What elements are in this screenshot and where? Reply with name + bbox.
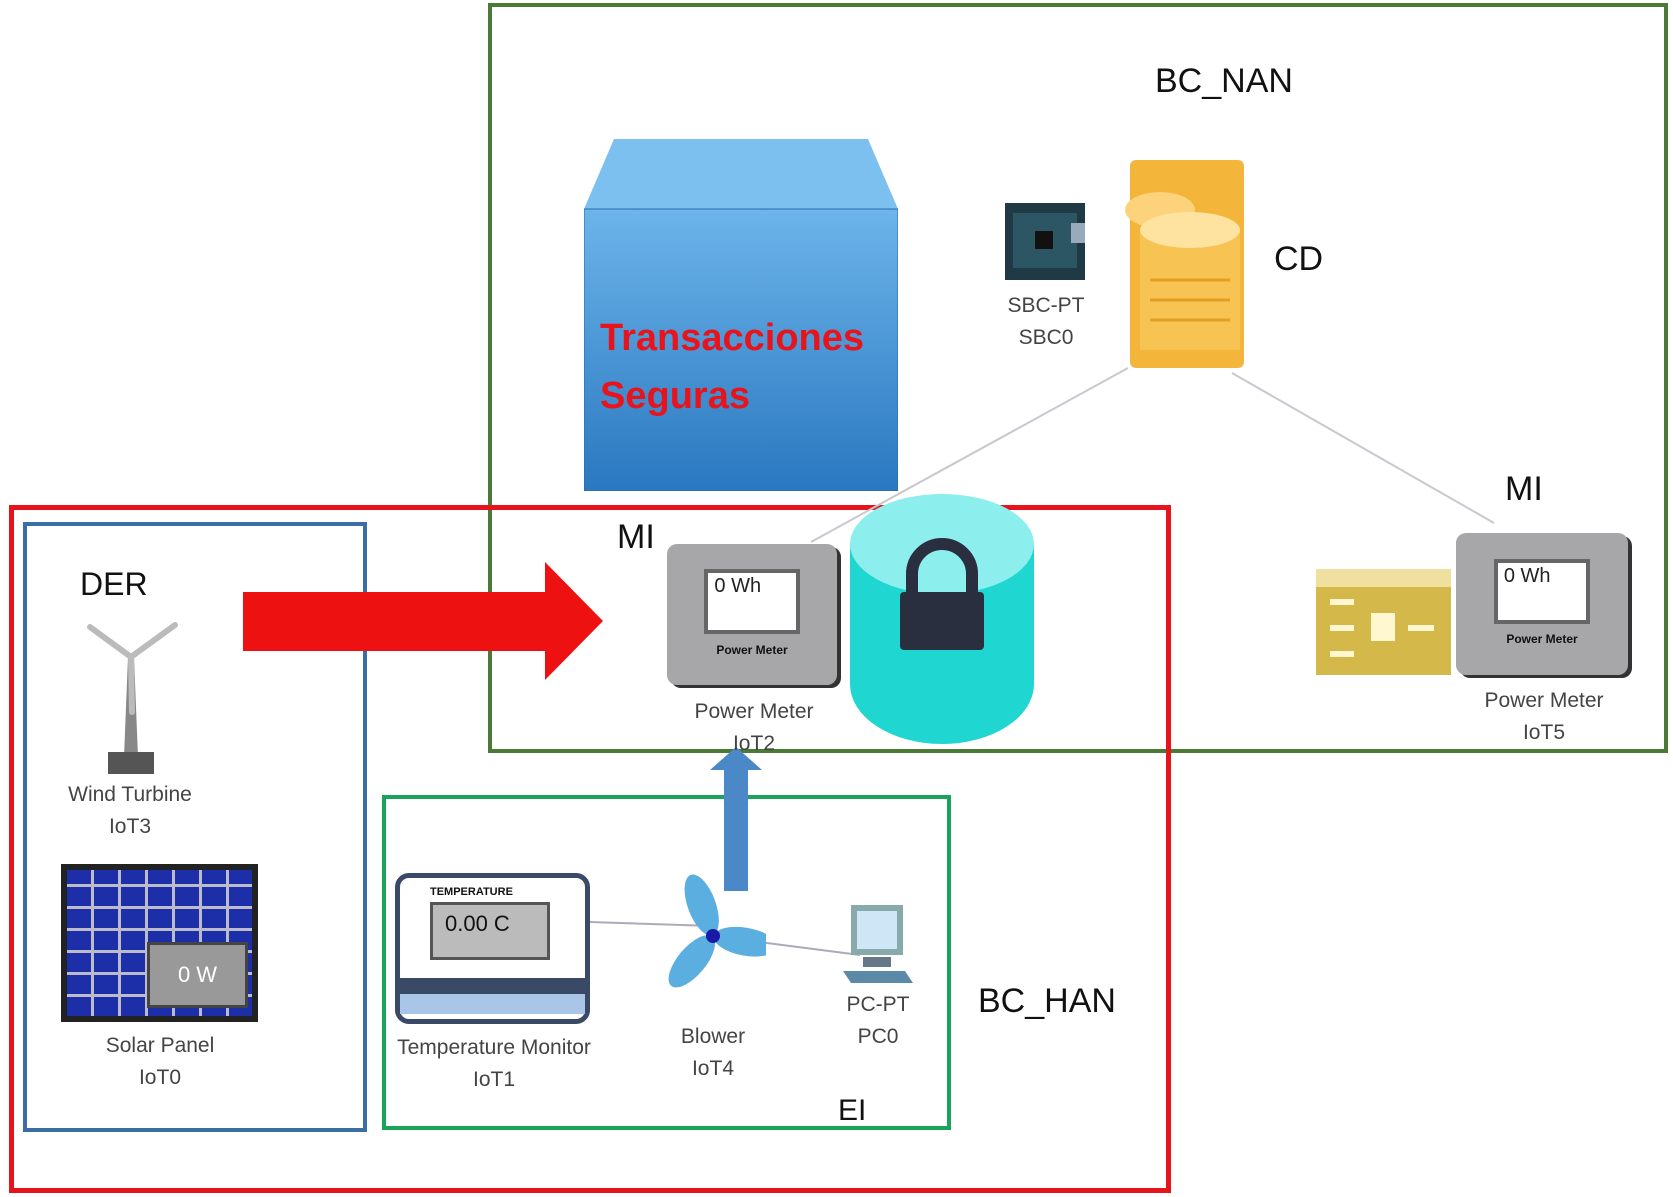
database-server-icon bbox=[1125, 160, 1244, 368]
cube-text-line2: Seguras bbox=[600, 375, 750, 417]
cd-label: CD bbox=[1274, 240, 1324, 278]
wind-turbine-icon bbox=[87, 622, 178, 774]
meter-reading: 0 Wh bbox=[704, 569, 800, 635]
meter-reading: 0 Wh bbox=[1493, 558, 1591, 624]
power-meter-left[interactable]: 0 Wh Power Meter bbox=[667, 544, 837, 685]
bc-nan-label: BC_NAN bbox=[1155, 62, 1293, 100]
meter-caption: Power Meter bbox=[1506, 632, 1578, 647]
der-label: DER bbox=[80, 566, 148, 602]
red-arrow bbox=[243, 562, 603, 680]
solar-reading: 0 W bbox=[147, 942, 248, 1008]
bc-han-label: BC_HAN bbox=[978, 982, 1116, 1020]
mi-left-label: MI bbox=[617, 518, 655, 556]
blower-fan-icon[interactable] bbox=[660, 873, 766, 999]
link-temp-blower bbox=[589, 921, 714, 927]
secure-transactions-cube: Transacciones Seguras bbox=[584, 139, 898, 491]
data-collector-icon bbox=[1316, 569, 1451, 675]
blue-up-arrow bbox=[710, 747, 762, 891]
mi-right-label: MI bbox=[1505, 470, 1543, 508]
power-meter-right[interactable]: 0 Wh Power Meter bbox=[1456, 533, 1628, 675]
temp-reading: 0.00 C bbox=[430, 902, 550, 960]
solar-panel-icon[interactable]: 0 W bbox=[61, 864, 258, 1022]
secure-lock-cylinder-icon bbox=[850, 494, 1034, 744]
ei-label: EI bbox=[838, 1094, 867, 1127]
cube-text-line1: Transacciones bbox=[600, 317, 865, 359]
bc-han-region bbox=[9, 505, 1171, 1193]
link-cd-meter-right bbox=[1231, 372, 1495, 524]
meter-caption: Power Meter bbox=[716, 642, 788, 657]
pc-computer-icon[interactable] bbox=[843, 905, 913, 987]
temp-header: TEMPERATURE bbox=[430, 886, 513, 898]
der-region bbox=[23, 522, 367, 1132]
temperature-monitor-icon[interactable]: TEMPERATURE 0.00 C bbox=[395, 873, 590, 1024]
sbc-board-icon bbox=[1005, 203, 1085, 280]
ei-region bbox=[382, 795, 951, 1130]
bc-nan-region bbox=[488, 3, 1668, 753]
link-cd-meter-left bbox=[810, 367, 1129, 543]
